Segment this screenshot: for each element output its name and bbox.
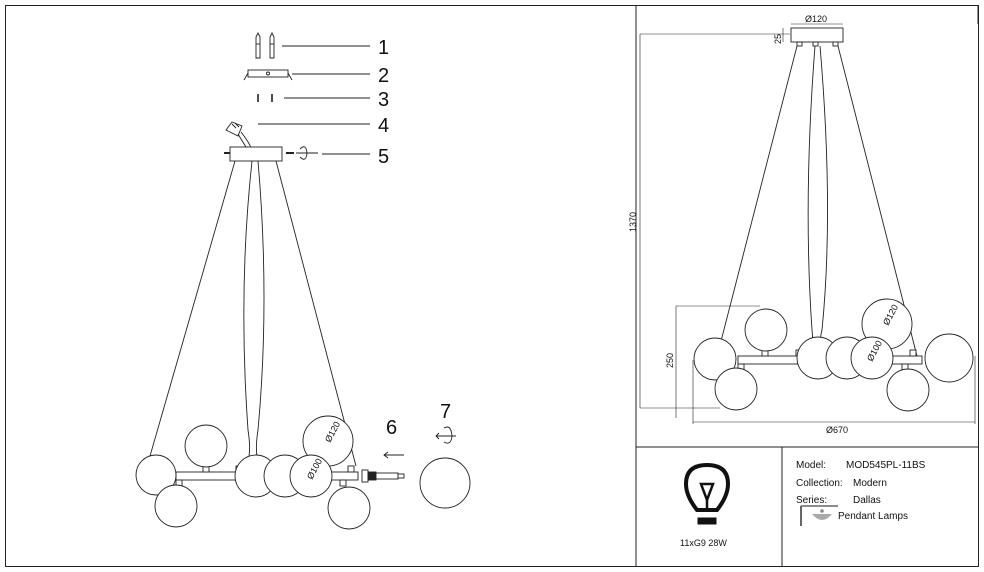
overall-height-label: 1370 [628, 212, 638, 232]
globe-shade [154, 484, 198, 528]
overall-width-label: Ø670 [826, 425, 848, 435]
bulb-icon [683, 462, 731, 525]
terminal-block [225, 121, 253, 151]
globe-shade [924, 333, 974, 383]
globe-shade [135, 454, 177, 496]
callout-6: 6 [386, 417, 397, 439]
callout-1: 1 [378, 37, 389, 59]
model-value: MOD545PL-11BS [846, 460, 926, 471]
rotate-icon [435, 426, 456, 444]
callout-2: 2 [378, 65, 389, 87]
callout-7: 7 [440, 401, 451, 423]
exploded-view [135, 31, 471, 530]
type-value: Pendant Lamps [838, 511, 908, 522]
collection-value: Modern [853, 478, 887, 489]
rotate-icon [296, 146, 318, 160]
series-value: Dallas [853, 495, 881, 506]
mounting-bracket [243, 69, 293, 81]
canopy-height-label: 25 [773, 34, 783, 44]
model-label: Model: [796, 460, 826, 471]
wall-anchors [255, 31, 275, 59]
callout-3: 3 [378, 89, 389, 111]
globe-shade [744, 308, 788, 352]
dimension-view [639, 23, 976, 424]
canopy-left [229, 146, 283, 162]
canopy-diameter-label: Ø120 [805, 14, 827, 24]
callout-4: 4 [378, 115, 389, 137]
globe-shade-detail [419, 457, 471, 509]
globe-shade [714, 367, 758, 411]
callout-5: 5 [378, 146, 389, 168]
sheet-border [5, 5, 979, 567]
globe-shade [886, 368, 930, 412]
bulb-spec: 11xG9 28W [680, 538, 727, 548]
globe-shade [289, 454, 333, 498]
globe-shade [184, 424, 228, 468]
series-label: Series: [796, 495, 827, 506]
canopy-right [790, 27, 844, 43]
globe-shade [693, 337, 737, 381]
pendant-lamp-icon [800, 505, 838, 526]
socket-detail [361, 469, 405, 483]
globe-shade [327, 486, 371, 530]
arrow-left-icon [383, 451, 404, 459]
collection-label: Collection: [796, 478, 843, 489]
body-height-label: 250 [665, 353, 675, 368]
globe-shade [850, 336, 894, 380]
